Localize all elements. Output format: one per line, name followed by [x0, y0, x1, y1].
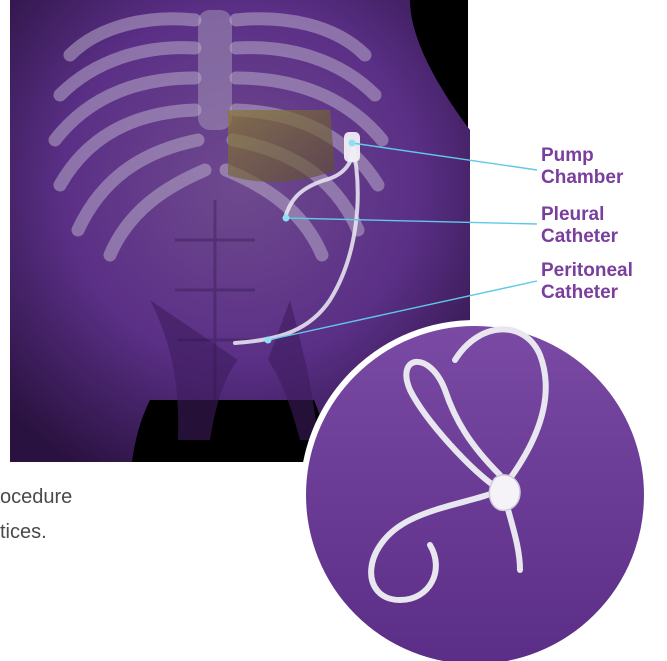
liver-overlay — [228, 110, 335, 182]
callout-pleural-catheter: Pleural Catheter — [541, 204, 618, 248]
callout-peritoneal-catheter: Peritoneal Catheter — [541, 260, 633, 304]
callout-pump-chamber: Pump Chamber — [541, 145, 623, 189]
callout-pleural-line2: Catheter — [541, 226, 618, 248]
callout-peritoneal-line1: Peritoneal — [541, 260, 633, 282]
product-inset-circle — [303, 323, 647, 661]
callout-peritoneal-line2: Catheter — [541, 282, 633, 304]
callout-pump-line2: Chamber — [541, 167, 623, 189]
callout-pleural-line1: Pleural — [541, 204, 618, 226]
body-text-line2: tices. — [0, 515, 47, 549]
pump-chamber-device — [344, 132, 360, 162]
callout-pump-line1: Pump — [541, 145, 623, 167]
product-pump-chamber — [489, 475, 520, 511]
body-text-line1: ocedure — [0, 480, 72, 514]
